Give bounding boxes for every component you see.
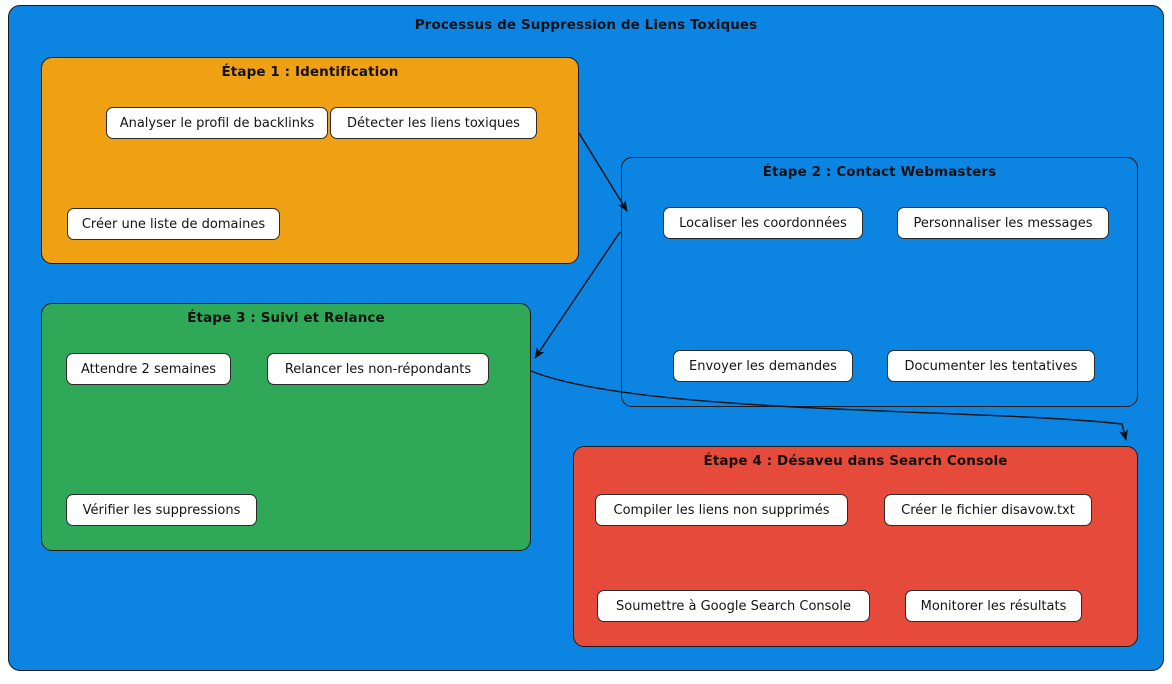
group-etape1-title: Étape 1 : Identification — [221, 64, 399, 80]
node-localiser-coordonnees[interactable]: Localiser les coordonnées — [663, 207, 863, 239]
node-creer-fichier-disavow[interactable]: Créer le fichier disavow.txt — [884, 494, 1092, 526]
group-etape4-title: Étape 4 : Désaveu dans Search Console — [703, 453, 1008, 469]
node-compiler-liens-non-supprimes[interactable]: Compiler les liens non supprimés — [595, 494, 848, 526]
node-personnaliser-messages[interactable]: Personnaliser les messages — [897, 207, 1109, 239]
node-creer-liste-domaines[interactable]: Créer une liste de domaines — [67, 208, 280, 240]
group-etape2-title: Étape 2 : Contact Webmasters — [762, 164, 997, 180]
node-monitorer-resultats[interactable]: Monitorer les résultats — [905, 590, 1082, 622]
group-etape1[interactable]: Étape 1 : Identification Analyser le pro… — [41, 57, 579, 264]
group-etape4[interactable]: Étape 4 : Désaveu dans Search Console Co… — [573, 446, 1138, 647]
node-documenter-tentatives[interactable]: Documenter les tentatives — [887, 350, 1095, 382]
node-attendre-2-semaines[interactable]: Attendre 2 semaines — [66, 353, 231, 385]
node-detecter-liens-toxiques[interactable]: Détecter les liens toxiques — [330, 107, 537, 139]
diagram-title: Processus de Suppression de Liens Toxiqu… — [414, 17, 758, 33]
node-analyser-profil-backlinks[interactable]: Analyser le profil de backlinks — [106, 107, 328, 139]
node-envoyer-demandes[interactable]: Envoyer les demandes — [673, 350, 853, 382]
group-etape3[interactable]: Étape 3 : Suivi et Relance Attendre 2 se… — [41, 303, 531, 551]
group-etape3-title: Étape 3 : Suivi et Relance — [187, 310, 385, 326]
node-verifier-suppressions[interactable]: Vérifier les suppressions — [66, 494, 257, 526]
group-etape2[interactable]: Étape 2 : Contact Webmasters Localiser l… — [621, 157, 1138, 407]
node-relancer-non-repondants[interactable]: Relancer les non-répondants — [267, 353, 489, 385]
node-soumettre-google-search-console[interactable]: Soumettre à Google Search Console — [597, 590, 870, 622]
